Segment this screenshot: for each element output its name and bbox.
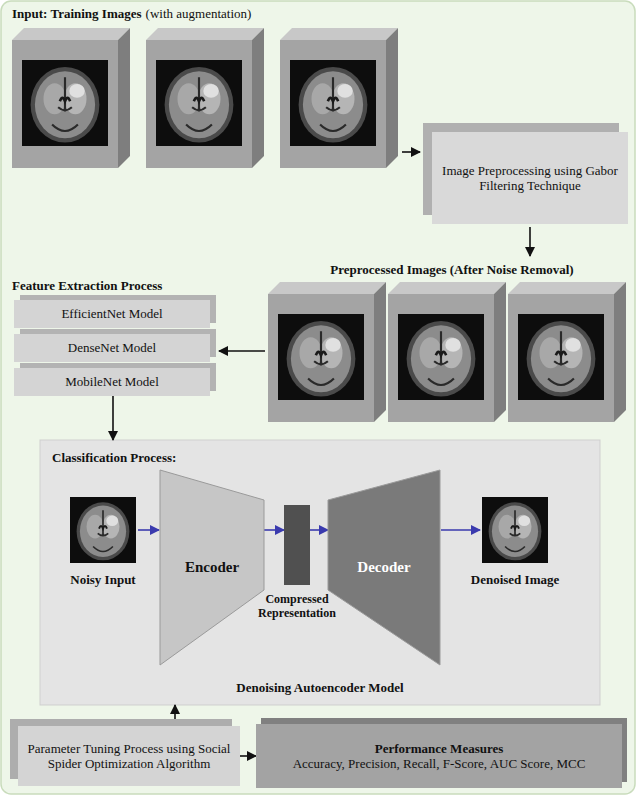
- block-outline: [160, 470, 264, 665]
- node-body: Denoising Autoencoder Model: [40, 680, 600, 695]
- node-title: DenseNet Model: [68, 340, 156, 355]
- mri-image-cube: [12, 28, 130, 168]
- flow-arrow: [174, 705, 176, 726]
- flow-arrow: [441, 529, 480, 531]
- node-title: Performance Measures: [375, 741, 504, 756]
- node-title: Classification Process:: [52, 450, 176, 465]
- mri-image-cube: [280, 28, 398, 168]
- flow-arrow: [138, 529, 159, 531]
- node-title: Decoder: [357, 559, 410, 577]
- process-box: Image Preprocessing using Gabor Filterin…: [432, 132, 628, 224]
- section-heading: Denoised Image: [471, 572, 559, 588]
- flow-arrow: [264, 529, 284, 531]
- model-box: EfficientNet Model: [14, 300, 210, 328]
- model-box: DenseNet Model: [14, 334, 210, 362]
- metrics-box: Performance MeasuresAccuracy, Precision,…: [256, 724, 622, 788]
- mri-image-cube: [388, 282, 506, 422]
- section-heading: Input: Training Images: [12, 6, 142, 22]
- block-outline: [328, 470, 440, 665]
- latent-block: Compressed Representation: [284, 505, 310, 585]
- panel-ground: [40, 440, 600, 705]
- flow-arrow: [310, 529, 328, 531]
- node-title: Parameter Tuning Process using Social Sp…: [22, 741, 236, 772]
- section-heading: Feature Extraction Process: [12, 278, 162, 294]
- section-heading: (with augmentation): [146, 6, 252, 22]
- flow-arrow: [112, 396, 114, 440]
- encoder-block: Encoder: [160, 470, 264, 665]
- flow-arrow: [240, 755, 256, 757]
- process-box: Parameter Tuning Process using Social Sp…: [18, 726, 240, 786]
- mri-image-cube: [508, 282, 626, 422]
- decoder-block: Decoder: [328, 470, 440, 665]
- node-title: Compressed Representation: [242, 592, 352, 621]
- flow-arrow: [402, 151, 420, 153]
- mri-image: [70, 497, 136, 563]
- mri-image-cube: [268, 282, 386, 422]
- node-title: EfficientNet Model: [61, 306, 162, 321]
- node-title: MobileNet Model: [65, 374, 159, 389]
- section-heading: Preprocessed Images (After Noise Removal…: [330, 262, 573, 278]
- mri-image-cube: [146, 28, 264, 168]
- flow-arrow: [529, 227, 531, 256]
- node-body: Accuracy, Precision, Recall, F-Score, AU…: [293, 756, 586, 771]
- model-box: MobileNet Model: [14, 368, 210, 396]
- flow-arrow: [219, 350, 265, 352]
- node-title: Encoder: [185, 559, 239, 577]
- node-title: Image Preprocessing using Gabor Filterin…: [436, 163, 624, 194]
- section-heading: Noisy Input: [70, 572, 135, 588]
- mri-image: [482, 497, 548, 563]
